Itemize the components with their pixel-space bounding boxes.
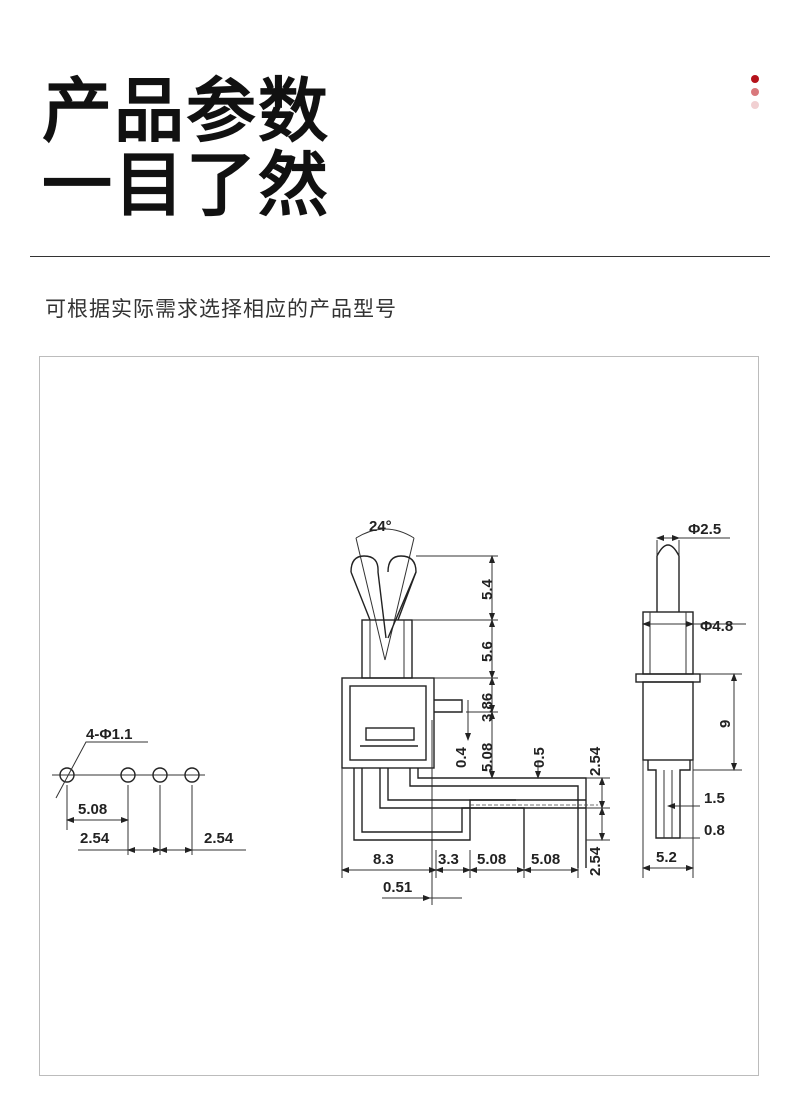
label-1-5: 1.5	[704, 790, 725, 807]
label-pitch-2-54-left: 2.54	[80, 830, 110, 847]
label-angle: 24°	[369, 518, 392, 535]
side-view: Φ2.5 Φ4.8 9 1.5 0.8 5.2	[635, 521, 746, 878]
label-5-4: 5.4	[479, 578, 496, 600]
label-pitch-2-54-right: 2.54	[204, 830, 234, 847]
label-5-2: 5.2	[656, 849, 677, 866]
header-divider	[30, 256, 770, 257]
label-5-08-vertical: 5.08	[479, 743, 496, 772]
label-0-4: 0.4	[453, 746, 470, 768]
label-0-5: 0.5	[531, 747, 548, 768]
label-5-08-b: 5.08	[531, 851, 560, 868]
dot-light	[751, 101, 759, 109]
label-phi-4-8: Φ4.8	[700, 618, 733, 635]
front-view: 24° 5.4 5.6	[341, 518, 610, 905]
label-0-8: 0.8	[704, 822, 725, 839]
hole-4	[184, 767, 200, 783]
page-title-line-1: 产品参数	[42, 70, 330, 152]
label-2-54-bottom: 2.54	[587, 846, 604, 876]
diagram-frame	[39, 356, 759, 1076]
hole-2	[120, 767, 136, 783]
label-9: 9	[717, 720, 734, 728]
label-2-54-top: 2.54	[587, 746, 604, 776]
pcb-footprint: 4-Φ1.1 5.08 2.54 2.54	[52, 726, 246, 855]
label-8-3: 8.3	[373, 851, 394, 868]
hole-1	[59, 767, 75, 783]
label-hole-spec: 4-Φ1.1	[86, 726, 133, 743]
dot-dark	[751, 75, 759, 83]
subtitle: 可根据实际需求选择相应的产品型号	[45, 297, 397, 321]
hole-3	[152, 767, 168, 783]
label-pitch-5-08: 5.08	[78, 801, 107, 818]
label-5-6: 5.6	[479, 641, 496, 662]
label-phi-2-5: Φ2.5	[688, 521, 721, 538]
label-0-51: 0.51	[383, 879, 412, 896]
label-3-3: 3.3	[438, 851, 459, 868]
label-3-86: 3.86	[479, 693, 496, 722]
dot-mid	[751, 88, 759, 96]
label-5-08-a: 5.08	[477, 851, 506, 868]
decorative-dots	[751, 75, 761, 114]
page-title-line-2: 一目了然	[42, 144, 330, 226]
